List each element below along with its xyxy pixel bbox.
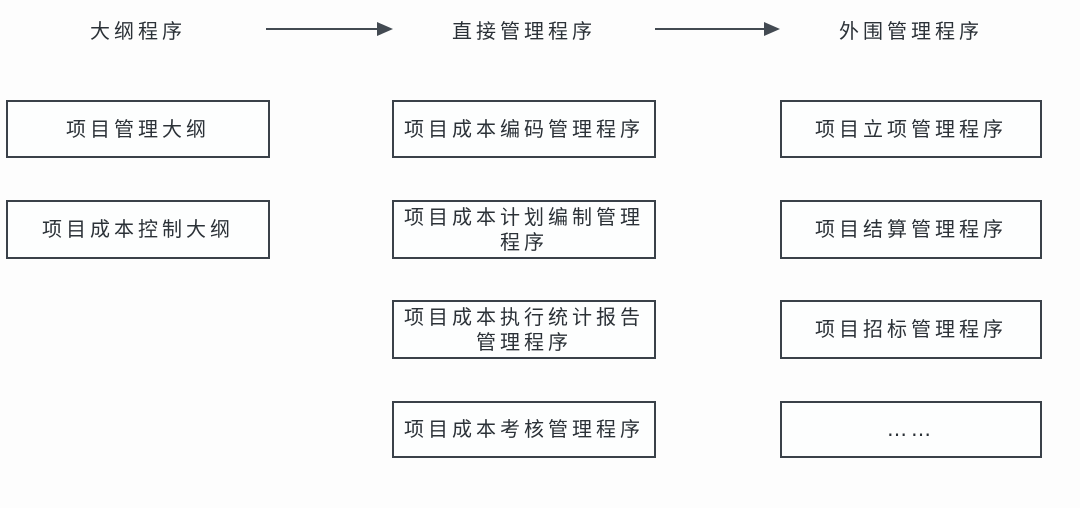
node-cost-plan-preparation-management-procedure: 项目成本计划编制管理程序 (392, 200, 656, 259)
header-peripheral-management-programs: 外围管理程序 (839, 19, 983, 43)
node-cost-execution-statistics-report-management-procedure: 项目成本执行统计报告管理程序 (392, 300, 656, 359)
node-ellipsis-more-procedures: …… (780, 401, 1042, 458)
header-direct-management-programs: 直接管理程序 (452, 19, 596, 43)
node-cost-coding-management-procedure: 项目成本编码管理程序 (392, 100, 656, 158)
node-project-management-outline: 项目管理大纲 (6, 100, 270, 158)
header-outline-programs: 大纲程序 (90, 19, 186, 43)
node-project-settlement-management-procedure: 项目结算管理程序 (780, 200, 1042, 259)
node-project-cost-control-outline: 项目成本控制大纲 (6, 200, 270, 259)
node-project-initiation-management-procedure: 项目立项管理程序 (780, 100, 1042, 158)
node-cost-assessment-management-procedure: 项目成本考核管理程序 (392, 401, 656, 458)
node-project-bidding-management-procedure: 项目招标管理程序 (780, 300, 1042, 359)
arrow-right-icon (655, 28, 765, 30)
arrow-right-icon (266, 28, 378, 30)
